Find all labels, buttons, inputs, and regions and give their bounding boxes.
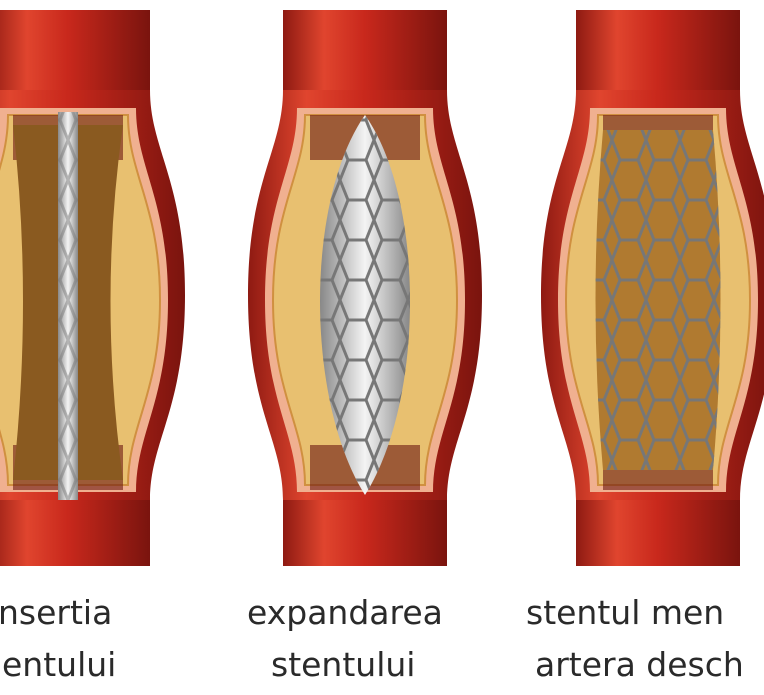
caption-3-line-1: stentul men <box>526 593 725 632</box>
vessel-stage-3 <box>541 10 764 566</box>
vessel-stage-1 <box>0 10 185 566</box>
deployed-stent <box>595 130 721 470</box>
caption-3-line-2: artera desch <box>535 645 744 684</box>
stent-procedure-illustration <box>0 10 764 566</box>
expanding-stent <box>320 115 410 495</box>
vessel-stage-2 <box>248 10 482 566</box>
caption-2-line-2: stentului <box>271 645 416 684</box>
caption-1-line-2: entului <box>2 645 117 684</box>
caption-2-line-1: expandarea <box>247 593 443 632</box>
crimped-stent <box>58 112 78 500</box>
caption-1-line-1: nsertia <box>0 593 113 632</box>
